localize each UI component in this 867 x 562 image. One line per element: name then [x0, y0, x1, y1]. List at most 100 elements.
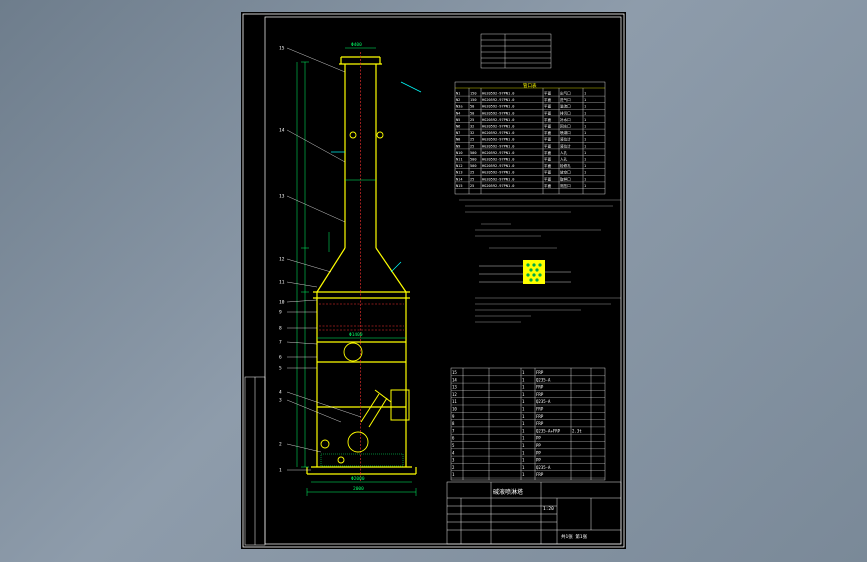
parts-cell: 11 [452, 399, 457, 404]
nozzle-cell: 平面 [544, 170, 552, 175]
inlet-pipe [360, 389, 410, 428]
nozzle-cell: HG20592-97PN1.0 [482, 158, 514, 162]
nozzle-cell: N15 [456, 184, 463, 188]
nozzle-cell: N8 [456, 138, 460, 142]
callout-14: 14 [279, 128, 285, 134]
nozzle-cell: HG20592-97PN1.0 [482, 184, 514, 188]
callout-7: 7 [279, 340, 282, 346]
parts-cell: FRP [536, 392, 544, 397]
nozzle-cell: 放空口 [560, 170, 571, 175]
nozzle-cell: 平面 [544, 150, 552, 155]
nozzle-cell: N2 [456, 98, 460, 102]
parts-cell: 3 [452, 458, 455, 463]
parts-cell: Q235-A [536, 377, 551, 382]
nozzle-cell: N4 [456, 111, 460, 115]
callout-8: 8 [279, 326, 282, 332]
nozzle-cell: 平面 [544, 183, 552, 188]
nozzle-cell: 平面 [544, 110, 552, 115]
drawing-name: 碱液喷淋塔 [493, 488, 523, 496]
callout-5: 5 [279, 366, 282, 372]
technical-notes [459, 199, 621, 323]
nozzle-cell: 取样口 [560, 176, 571, 181]
drawing-scale: 1:20 [543, 506, 554, 512]
nozzle-cell: 500 [470, 151, 477, 155]
nozzle-cell: 25 [470, 171, 474, 175]
nozzle-cell: 1 [584, 138, 586, 142]
parts-cell: 14 [452, 377, 457, 382]
parts-cell: Q235-A+FRP [536, 428, 561, 433]
nozzle-cell: N13 [456, 171, 463, 175]
parts-cell: FRP [536, 421, 544, 426]
nozzle-cell: HG20592-97PN1.0 [482, 138, 514, 142]
nozzle-cell: 500 [470, 164, 477, 168]
parts-cell: 13 [452, 385, 457, 390]
nozzle-cell: 平面 [544, 97, 552, 102]
nozzle-cell: 1 [584, 177, 586, 181]
manholes [320, 131, 384, 464]
nozzle-cell: HG20592-97PN1.0 [482, 177, 514, 181]
parts-cell: PP [536, 458, 541, 463]
nozzle-cell: 平面 [544, 117, 552, 122]
parts-cell: 2.3t [572, 428, 582, 433]
parts-cell: Q235-A [536, 399, 551, 404]
parts-cell: 1 [522, 385, 525, 390]
dimension-text-mid: Φ1400 [349, 332, 363, 338]
packing-detail [479, 260, 571, 284]
parts-cell: 1 [522, 458, 525, 463]
dimension-text-bottom: Φ2000 [351, 476, 365, 482]
nozzle-cell: N1 [456, 92, 460, 96]
nozzle-cell: 32 [470, 131, 474, 135]
callout-3: 3 [279, 398, 282, 404]
parts-cell: 1 [522, 399, 525, 404]
nozzle-cell: HG20592-97PN1.0 [482, 144, 514, 148]
nozzle-cell: HG20592-97PN1.0 [482, 98, 514, 102]
service-pipes [331, 81, 422, 273]
title-block [446, 481, 622, 545]
nozzle-cell: 溢流口 [560, 104, 571, 109]
nozzle-cell: 25 [470, 118, 474, 122]
nozzle-cell: HG20592-97PN1.0 [482, 125, 514, 129]
nozzle-cell: 平面 [544, 143, 552, 148]
dimension-text-top: Φ400 [351, 42, 362, 48]
nozzle-cell: HG20592-97PN1.0 [482, 164, 514, 168]
parts-cell: 1 [522, 414, 525, 419]
callout-6: 6 [279, 355, 282, 361]
parts-cell: PP [536, 450, 541, 455]
nozzle-cell: 平面 [544, 157, 552, 162]
nozzle-cell: HG20592-97PN1.0 [482, 171, 514, 175]
nozzle-cell: N12 [456, 164, 463, 168]
nozzle-cell: 1 [584, 151, 586, 155]
nozzle-cell: 500 [470, 158, 477, 162]
parts-cell: 15 [452, 370, 457, 375]
parts-cell: 1 [522, 465, 525, 470]
dimension-lines [296, 47, 417, 496]
nozzle-cell: 平面 [544, 104, 552, 109]
parts-cell: 5 [452, 443, 455, 448]
callout-12: 12 [279, 257, 285, 263]
nozzle-cell: 出气口 [560, 91, 571, 96]
parts-cell: 1 [522, 407, 525, 412]
parts-cell: Q235-A [536, 465, 551, 470]
nozzle-cell: N6 [456, 125, 460, 129]
nozzle-cell: N9 [456, 144, 460, 148]
parts-cell: PP [536, 436, 541, 441]
nozzle-cell: 1 [584, 144, 586, 148]
nozzle-cell: HG20592-97PN1.0 [482, 111, 514, 115]
parts-cell: 1 [522, 472, 525, 477]
sump-liquid [320, 453, 404, 467]
nozzle-cell: 检修孔 [560, 163, 571, 168]
callout-2: 2 [279, 442, 282, 448]
parts-cell: FRP [536, 472, 544, 477]
nozzle-cell: 1 [584, 171, 586, 175]
nozzle-cell: 1 [584, 105, 586, 109]
binding-strip [244, 376, 266, 546]
callout-9: 9 [279, 310, 282, 316]
nozzle-cell: 平面 [544, 130, 552, 135]
nozzle-cell: 回水口 [560, 124, 571, 129]
parts-cell: FRP [536, 385, 544, 390]
parts-cell: 1 [522, 443, 525, 448]
parts-cell: PP [536, 443, 541, 448]
